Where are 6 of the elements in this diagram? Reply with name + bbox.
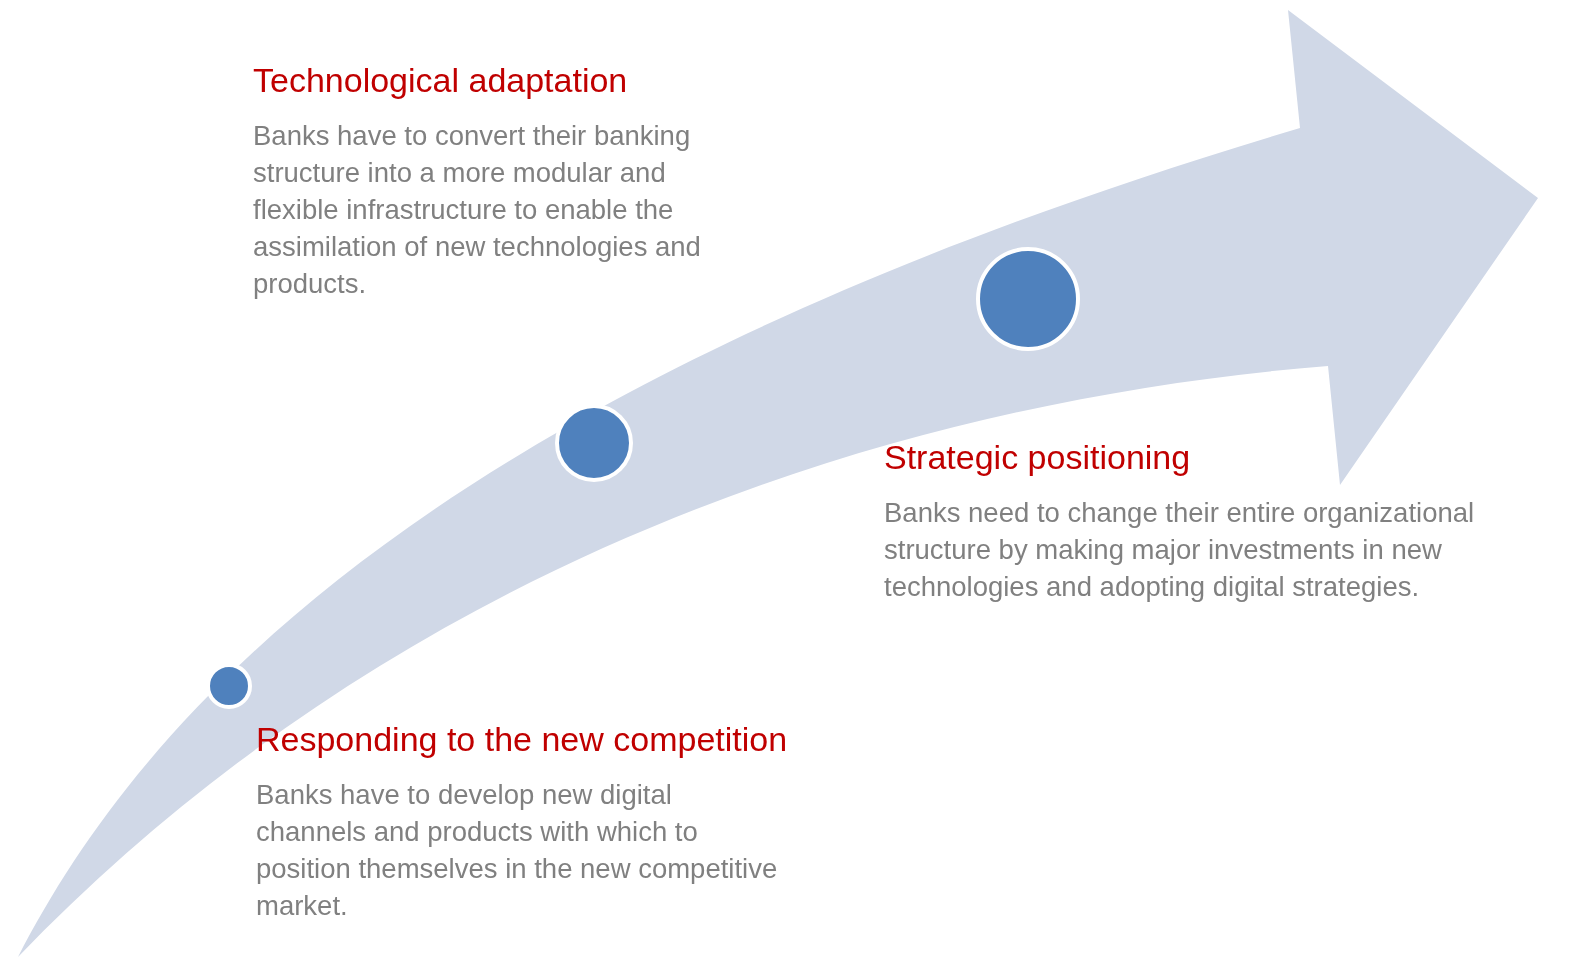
step-heading: Strategic positioning — [884, 437, 1191, 477]
step-description: Banks have to convert their banking structure into a more modular and flexible infrastructure to enable the assimilation of new technologies and products. — [253, 119, 702, 301]
step-heading: Responding to the new competition — [256, 719, 788, 759]
step-description: Banks need to change their entire organizational structure by making major investments in new technologies and adopting digital strategies. — [884, 496, 1476, 604]
step-description: Banks have to develop new digital channels and products with which to position themselves in the new competitive market. — [256, 778, 779, 923]
step-heading: Technological adaptation — [253, 60, 628, 100]
